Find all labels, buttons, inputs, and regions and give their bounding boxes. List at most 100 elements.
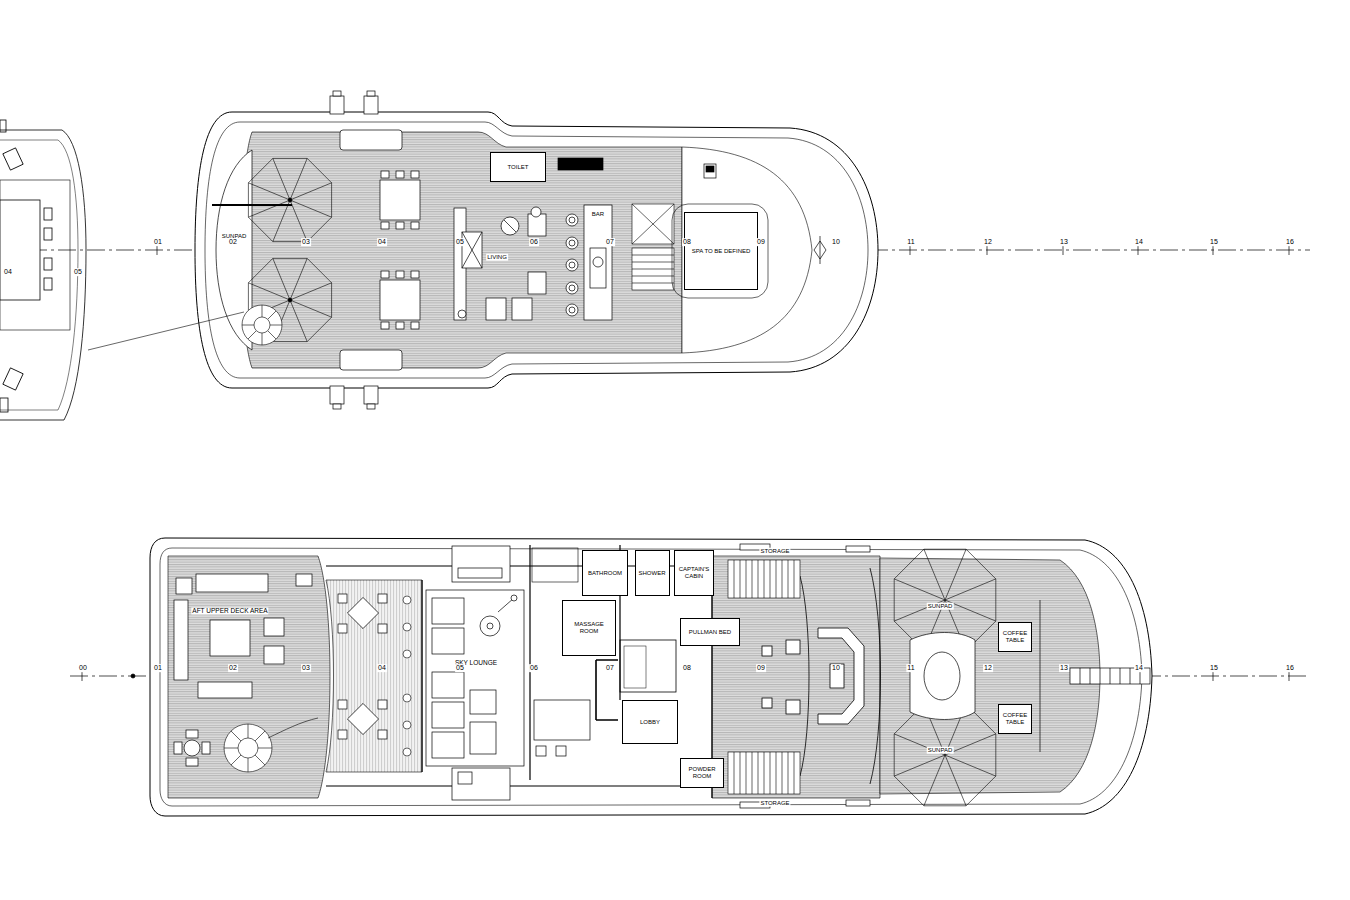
foredeck-sunpad [1040,600,1041,752]
bar-stool [566,214,578,316]
partial-deck-view [0,398,8,412]
upper-deck-hull [160,548,1142,806]
aft-deck-furniture [264,646,284,664]
interior-walls [326,566,712,786]
bar-stool [566,282,578,294]
sofa [432,702,464,728]
lounge-stools [403,748,411,756]
stair-symbol [734,560,794,598]
bar-stool [569,285,575,291]
partial-deck-view [3,148,23,170]
living-furniture [504,220,516,232]
helm-console [830,664,844,688]
room-box: SHOWER [635,550,670,596]
sun-lounger [340,350,402,370]
grid-number: 16 [1285,238,1295,246]
sofa [480,616,500,636]
dining-table [411,222,419,229]
area-label: STORAGE [759,800,790,807]
interior-walls [800,576,809,776]
side-cabinet [452,768,510,800]
partial-deck-view [44,258,52,270]
dining-table [381,171,389,178]
living-furniture [528,214,546,236]
sun-lounger [364,96,378,114]
spiral-stair [242,305,282,345]
living-furniture [454,207,546,320]
umbrella-symbol [248,258,331,341]
partial-deck-view [0,140,78,410]
bar-stool [566,259,578,271]
foredeck-line [682,147,812,353]
lounge-stools [403,596,411,604]
aft-deck-furniture [186,758,198,766]
area-label: AFT UPPER DECK AREA [191,607,268,614]
room-label: MASSAGE ROOM [565,621,613,635]
helm-console [786,640,800,654]
teak-deck [242,132,683,368]
game-table [378,730,387,739]
sun-lounger [364,386,378,404]
spiral-stair [254,317,270,333]
grid-number: 14 [1134,238,1144,246]
stair-symbol [632,248,674,290]
aft-deck-furniture [186,730,198,738]
room-box: COFFEE TABLE [998,622,1032,652]
wheelhouse-deck [712,556,880,798]
spiral-stair [224,724,272,772]
bar-counter [584,205,612,320]
spiral-stair [242,305,282,345]
partial-deck-view [0,120,86,420]
stair-symbol [728,560,800,794]
aft-deck-furniture [196,574,268,592]
room-label: COFFEE TABLE [1001,712,1029,726]
grid-number: 00 [78,664,88,672]
deck-fittings [820,236,821,264]
room-label: POWDER ROOM [683,766,721,780]
lounge-stools [403,650,411,658]
side-cabinet [458,772,472,784]
lounge-stools [403,694,411,702]
grid-number: 16 [1285,664,1295,672]
bar-stool [566,237,578,249]
sun-lounger [340,130,402,150]
stair-symbol [632,204,674,290]
sun-lounger [367,404,375,409]
stair-symbol [728,560,800,598]
room-box: MASSAGE ROOM [562,600,616,656]
aft-deck-furniture [296,574,312,586]
grid-number: 09 [756,664,766,672]
side-cabinet [534,700,590,740]
dining-table [396,222,404,229]
grid-number: 15 [1209,238,1219,246]
sun-deck-hull [195,112,878,388]
room-box: PULLMAN BED [680,618,740,646]
side-cabinet [458,568,502,578]
bar-stool [566,214,578,226]
bow-fittings [846,546,870,552]
living-furniture [501,217,519,235]
dining-table [381,271,389,278]
area-label: SUNPAD [927,603,954,610]
spiral-stair [242,305,282,345]
sofa [426,590,524,766]
living-furniture [531,207,541,217]
sofa [470,722,496,754]
aft-deck-furniture [184,740,200,756]
deck-fittings [706,166,714,172]
foredeck [880,558,1100,794]
aft-deck-furniture [210,620,250,656]
grid-number: 04 [3,268,13,276]
foredeck-sunpad [910,600,1040,752]
living-furniture [462,232,482,268]
grid-number: 07 [605,238,615,246]
sofa [432,628,464,654]
spiral-stair [268,718,318,738]
helm-console [762,646,772,656]
stair-symbol [734,752,794,794]
deck-fittings [520,158,826,264]
dining-table [396,271,404,278]
bar-stool [566,304,578,316]
